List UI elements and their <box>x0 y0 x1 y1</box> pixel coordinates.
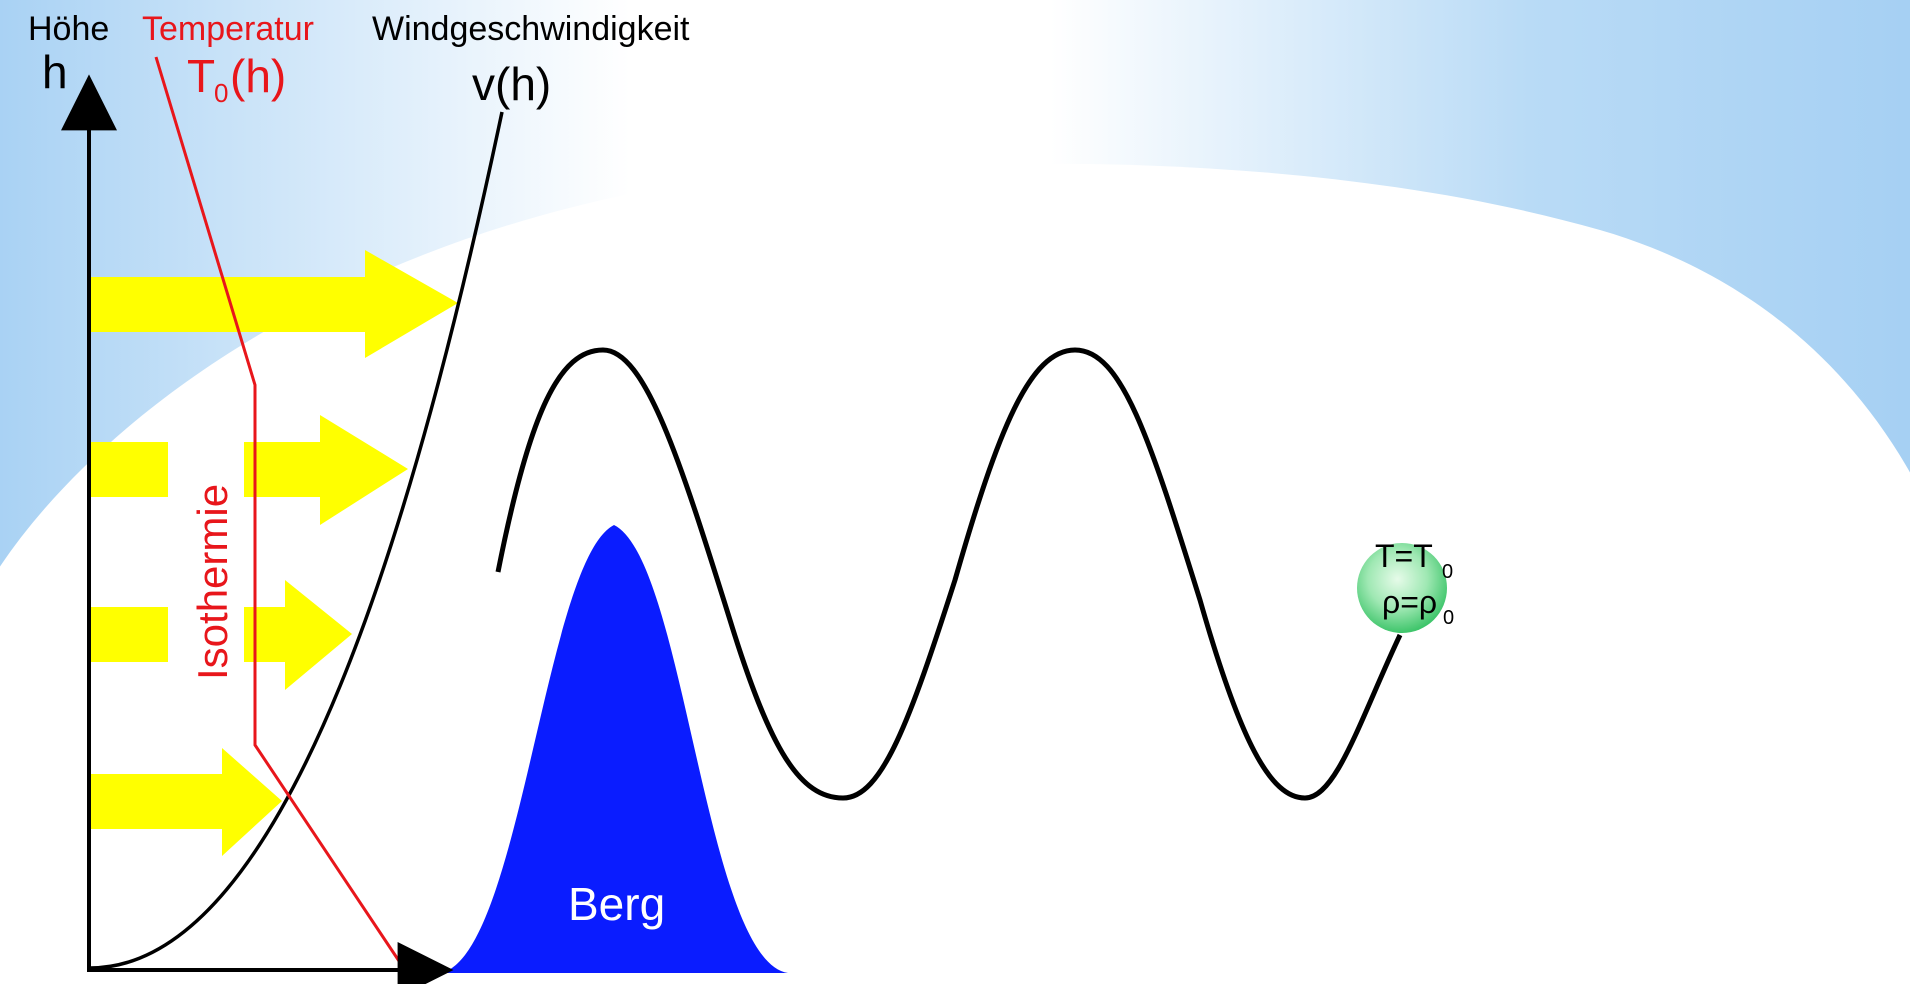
wind-arrow-1 <box>90 250 458 358</box>
temperature-title: Temperatur <box>142 10 314 48</box>
temperature-symbol: T <box>187 50 215 102</box>
equilibrium-density-subscript: 0 <box>1443 607 1454 629</box>
wind-arrow-2 <box>90 415 408 525</box>
equilibrium-temperature: T=T <box>1375 538 1433 574</box>
equilibrium-circle <box>1357 543 1447 633</box>
mountain <box>440 525 788 973</box>
wind-arrow-4 <box>90 748 282 856</box>
equilibrium-temperature-subscript: 0 <box>1442 561 1453 583</box>
wind-arrow-3 <box>90 580 352 690</box>
height-axis-label: h <box>42 46 68 98</box>
temperature-symbol-subscript: 0 <box>214 78 228 108</box>
equilibrium-density: ρ=ρ <box>1382 584 1437 620</box>
isothermal-label: Isothermie <box>189 484 236 680</box>
wind-symbol: v(h) <box>472 58 551 110</box>
height-title: Höhe <box>28 10 109 48</box>
wind-profile-curve <box>89 111 504 970</box>
temperature-profile-line <box>154 56 407 971</box>
mountain-label: Berg <box>568 878 665 930</box>
temperature-symbol-argument: (h) <box>230 50 286 102</box>
wind-title: Windgeschwindigkeit <box>372 10 690 48</box>
lee-wave-line <box>495 347 1403 801</box>
